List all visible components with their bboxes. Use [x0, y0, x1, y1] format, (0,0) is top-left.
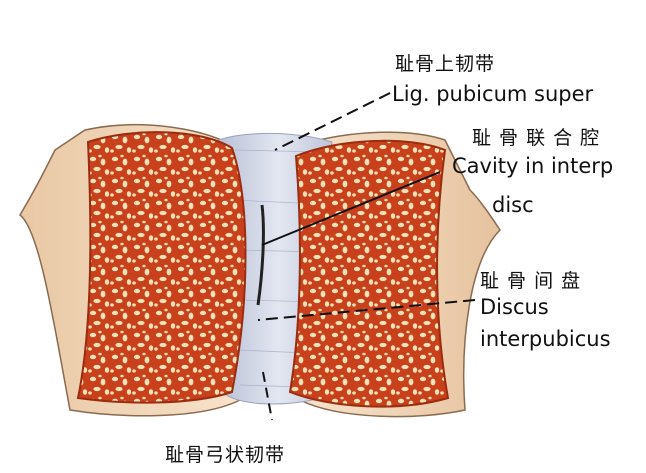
left-spongy-bone — [76, 131, 247, 404]
disc-en-line2: interpubicus — [480, 327, 611, 351]
leader-superior-ligament — [274, 92, 391, 151]
leader-disc — [257, 299, 476, 321]
leader-arcuate-ligament — [262, 371, 273, 421]
right-spongy-bone — [288, 139, 450, 408]
leader-cavity — [261, 171, 441, 246]
superior-ligament-en: Lig. pubicum super — [392, 82, 594, 106]
cavity-en-line1: Cavity in interp — [452, 154, 614, 178]
arcuate-ligament-zh: 耻骨弓状韧带 — [165, 444, 286, 466]
superior-ligament-zh: 耻骨上韧带 — [395, 53, 496, 75]
cavity-zh: 耻 骨 联 合 腔 — [472, 127, 601, 149]
disc-en-line1: Discus — [480, 295, 549, 319]
cavity-en-line2: disc — [492, 193, 534, 217]
symphyseal-cavity — [256, 204, 265, 306]
disc-zh: 耻 骨 间 盘 — [480, 270, 582, 292]
